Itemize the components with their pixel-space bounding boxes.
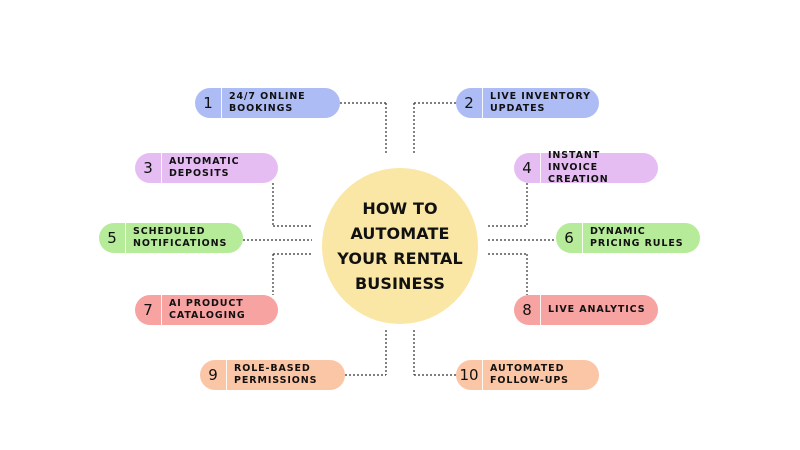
item-4-pill: 4 INSTANT INVOICE CREATION: [514, 150, 658, 185]
item-1-pill: 1 24/7 ONLINE BOOKINGS: [195, 88, 340, 118]
item-10-number: 10: [456, 360, 483, 390]
item-4-number: 4: [514, 153, 541, 183]
item-6-number: 6: [556, 223, 583, 253]
item-3-number: 3: [135, 153, 162, 183]
item-5-number: 5: [99, 223, 126, 253]
item-7-number: 7: [135, 295, 162, 325]
item-8-number: 8: [514, 295, 541, 325]
item-8-pill: 8 LIVE ANALYTICS: [514, 295, 658, 325]
item-2-label: LIVE INVENTORY UPDATES: [490, 91, 591, 114]
item-9-pill: 9 ROLE-BASED PERMISSIONS: [200, 360, 345, 390]
item-9-label: ROLE-BASED PERMISSIONS: [234, 363, 318, 386]
item-5-label: SCHEDULED NOTIFICATIONS: [133, 226, 228, 249]
item-5-pill: 5 SCHEDULED NOTIFICATIONS: [99, 223, 243, 253]
item-8-label: LIVE ANALYTICS: [548, 304, 646, 315]
item-7-pill: 7 AI PRODUCT CATALOGING: [135, 295, 278, 325]
item-6-label: DYNAMIC PRICING RULES: [590, 226, 684, 249]
item-6-pill: 6 DYNAMIC PRICING RULES: [556, 223, 700, 253]
item-3-pill: 3 AUTOMATIC DEPOSITS: [135, 153, 278, 183]
item-4-label: INSTANT INVOICE CREATION: [548, 150, 609, 185]
center-title: HOW TO AUTOMATE YOUR RENTAL BUSINESS: [337, 199, 463, 293]
item-7-label: AI PRODUCT CATALOGING: [169, 298, 246, 321]
item-10-pill: 10 AUTOMATED FOLLOW-UPS: [456, 360, 599, 390]
center-circle: HOW TO AUTOMATE YOUR RENTAL BUSINESS: [322, 168, 478, 324]
item-10-label: AUTOMATED FOLLOW-UPS: [490, 363, 569, 386]
item-9-number: 9: [200, 360, 227, 390]
item-1-number: 1: [195, 88, 222, 118]
item-2-pill: 2 LIVE INVENTORY UPDATES: [456, 88, 599, 118]
item-1-label: 24/7 ONLINE BOOKINGS: [229, 91, 306, 114]
item-2-number: 2: [456, 88, 483, 118]
item-3-label: AUTOMATIC DEPOSITS: [169, 156, 240, 179]
